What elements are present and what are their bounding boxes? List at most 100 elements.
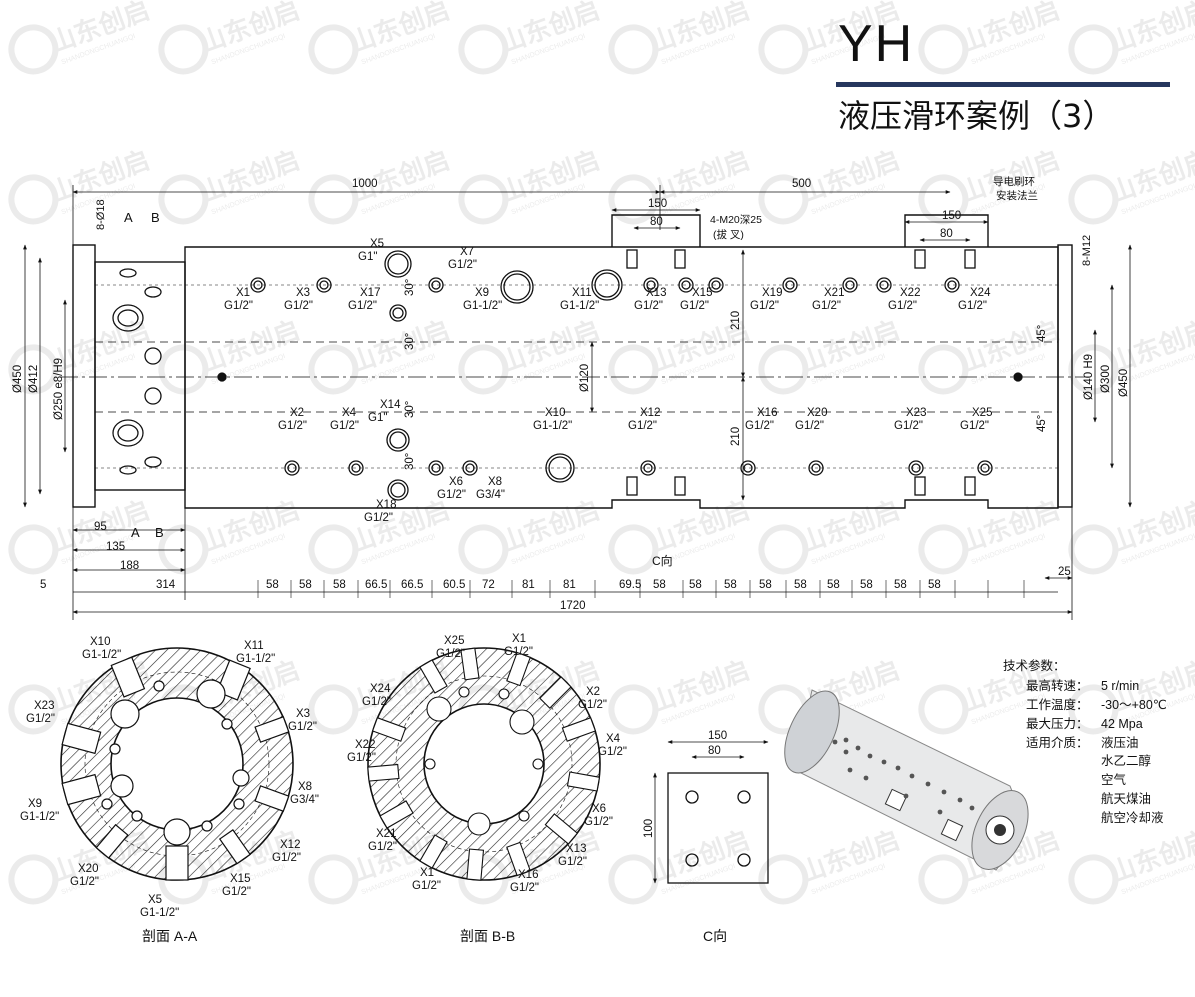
port-hole-inner: [811, 463, 821, 473]
section-bb-port: X1: [512, 633, 526, 645]
port-label-top: X24: [970, 287, 991, 299]
section-aa-port: X15: [230, 873, 250, 885]
flange-holes-right: 8-M12: [1081, 235, 1093, 266]
dim-1720: 1720: [560, 600, 586, 612]
section-bb-size: G1/2": [598, 746, 627, 758]
port-label-top: X13: [646, 287, 666, 299]
center-plug: [1013, 372, 1023, 382]
port-label-bottom: X4: [342, 407, 357, 419]
thread-stud: [674, 476, 686, 496]
port-hole-inner: [785, 280, 795, 290]
chain-dim: 58: [724, 579, 737, 591]
spec-key: 适用介质：: [1026, 736, 1089, 750]
port-hole-inner: [431, 463, 441, 473]
port-hole-inner: [392, 307, 404, 319]
port-size-top: G1/2": [888, 300, 917, 312]
caption-section-bb: 剖面 B-B: [460, 928, 515, 944]
port-hole-inner: [594, 272, 620, 298]
header-title: 液压滑环案例（3）: [838, 97, 1115, 135]
section-aa-port: X9: [28, 798, 42, 810]
c-view-dim-100: 100: [643, 819, 655, 838]
port-hole-inner: [711, 280, 721, 290]
dim-80-left: 80: [650, 216, 663, 228]
main-view: [60, 214, 1090, 509]
spec-heading: 技术参数：: [1003, 658, 1066, 673]
port-size-bottom: G1/2": [437, 489, 466, 501]
port-hole-inner: [389, 431, 407, 449]
port-hole: [462, 460, 478, 476]
section-aa-size: G1-1/2": [82, 649, 121, 661]
section-bb-size: G1/2": [362, 696, 391, 708]
dim-314: 314: [156, 579, 176, 591]
port-size-top: G1/2": [812, 300, 841, 312]
section-bb-size: G1/2": [347, 752, 376, 764]
port-hole: [808, 460, 824, 476]
spec-key: 工作温度：: [1026, 697, 1089, 712]
section-aa-port: X10: [90, 636, 110, 648]
angle-30-c: 30°: [404, 401, 416, 418]
port-label-bottom: X14: [380, 399, 401, 411]
spec-key: 最大压力：: [1026, 717, 1089, 731]
port-hole-inner: [845, 280, 855, 290]
section-bb-port: X16: [518, 869, 538, 881]
port-hole: [876, 277, 892, 293]
section-bb-port: X22: [355, 739, 375, 751]
header-rule: [836, 82, 1170, 87]
chain-ticks: [257, 580, 1025, 598]
port-size-top: G1/2": [224, 300, 253, 312]
port-label-bottom: X10: [545, 407, 565, 419]
left-neck-holes: [112, 268, 162, 475]
port-hole-inner: [911, 463, 921, 473]
section-aa-size: G1/2": [26, 713, 55, 725]
port-hole-inner: [503, 273, 531, 301]
chain-dim: 58: [266, 579, 279, 591]
port-hole: [389, 304, 407, 322]
section-bb-size: G1/2": [504, 646, 533, 658]
port-size-top: G1/2": [680, 300, 709, 312]
dimension-lines: [23, 185, 1132, 620]
port-hole: [384, 250, 412, 278]
port-label-top: X5: [370, 238, 384, 250]
dim-150-right: 150: [942, 210, 961, 222]
port-size-bottom: G1": [368, 412, 387, 424]
chain-dim: 58: [689, 579, 702, 591]
port-hole-inner: [646, 280, 656, 290]
section-bb-size: G1/2": [578, 699, 607, 711]
port-hole: [250, 277, 266, 293]
port-label-bottom: X25: [972, 407, 992, 419]
right-flange: [1057, 244, 1073, 508]
section-bb-size: G1/2": [510, 882, 539, 894]
port-size-bottom: G1/2": [745, 420, 774, 432]
chain-dim: 58: [759, 579, 772, 591]
angle-30-a: 30°: [404, 279, 416, 296]
angle-30-b: 30°: [404, 333, 416, 350]
brush-flange-label: 安装法兰: [996, 189, 1038, 202]
section-aa-size: G3/4": [290, 794, 319, 806]
dim-d300-right: Ø300: [1100, 365, 1112, 393]
port-size-top: G1/2": [958, 300, 987, 312]
chain-dim: 72: [482, 579, 495, 591]
port-hole-inner: [390, 482, 406, 498]
section-bb-view: [367, 647, 601, 881]
port-label-top: X17: [360, 287, 380, 299]
port-size-bottom: G1/2": [894, 420, 923, 432]
section-aa-port: X5: [148, 894, 162, 906]
port-hole: [387, 479, 409, 501]
port-size-bottom: G1/2": [795, 420, 824, 432]
dim-d450-left: Ø450: [12, 365, 24, 393]
c-view-dim-80: 80: [708, 745, 721, 757]
port-hole-inner: [947, 280, 957, 290]
port-label-bottom: X18: [376, 499, 396, 511]
section-bb-port: X6: [592, 803, 606, 815]
angle-45-bottom: 45°: [1036, 415, 1048, 432]
section-mark-a-top: A: [124, 210, 133, 225]
port-hole: [316, 277, 332, 293]
chain-dim: 66.5: [365, 579, 387, 591]
pull-fork-note: (拔 叉): [713, 228, 744, 241]
c-direction-mark: C向: [652, 553, 673, 568]
brush-ring-label: 导电刷环: [993, 175, 1035, 188]
port-size-bottom: G1-1/2": [533, 420, 572, 432]
section-aa-size: G1-1/2": [20, 811, 59, 823]
section-bb-port: X21: [376, 828, 396, 840]
port-size-bottom: G3/4": [476, 489, 505, 501]
